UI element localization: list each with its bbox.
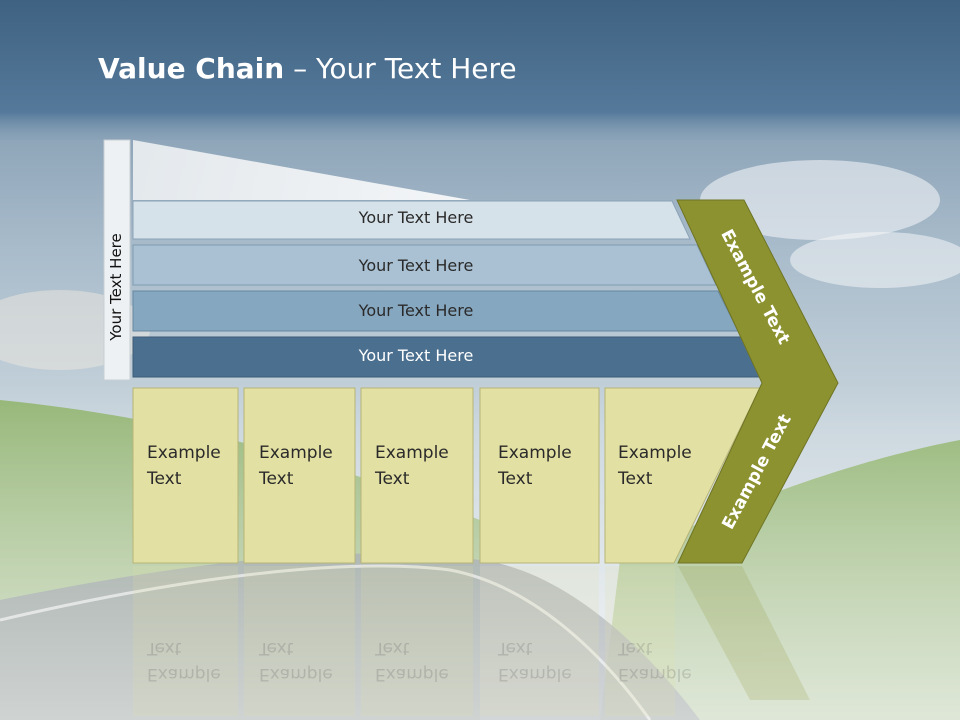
cell-4-line1: Example: [498, 443, 572, 463]
band-1-label: Your Text Here: [358, 208, 474, 227]
reflection: [133, 566, 810, 716]
side-label-text: Your Text Here: [107, 233, 125, 341]
cell-3-shape: [360, 387, 474, 564]
cell-5-line2: Text: [618, 469, 653, 489]
band-2-label: Your Text Here: [358, 256, 474, 275]
chevron-shape: [676, 199, 839, 564]
cell-1-line1: Example: [147, 443, 221, 463]
cell-1-shape: [132, 387, 239, 564]
band-3-label: Your Text Here: [358, 301, 474, 320]
cell-2-line2: Text: [259, 469, 294, 489]
cell-1-line2: Text: [147, 469, 182, 489]
cell-4-line2: Text: [498, 469, 533, 489]
cell-3-line1: Example: [375, 443, 449, 463]
band-4-label: Your Text Here: [358, 346, 474, 365]
cell-3-line2: Text: [375, 469, 410, 489]
cell-5-shape: [604, 387, 761, 564]
cell-5-line1: Example: [618, 443, 692, 463]
cell-4-shape: [479, 387, 600, 564]
title-rest: – Your Text Here: [284, 52, 517, 85]
cell-2-shape: [243, 387, 356, 564]
band-1-shape: [132, 200, 691, 240]
slide-title: Value Chain – Your Text Here: [98, 52, 517, 85]
cell-2-line1: Example: [259, 443, 333, 463]
title-bold: Value Chain: [98, 52, 285, 85]
